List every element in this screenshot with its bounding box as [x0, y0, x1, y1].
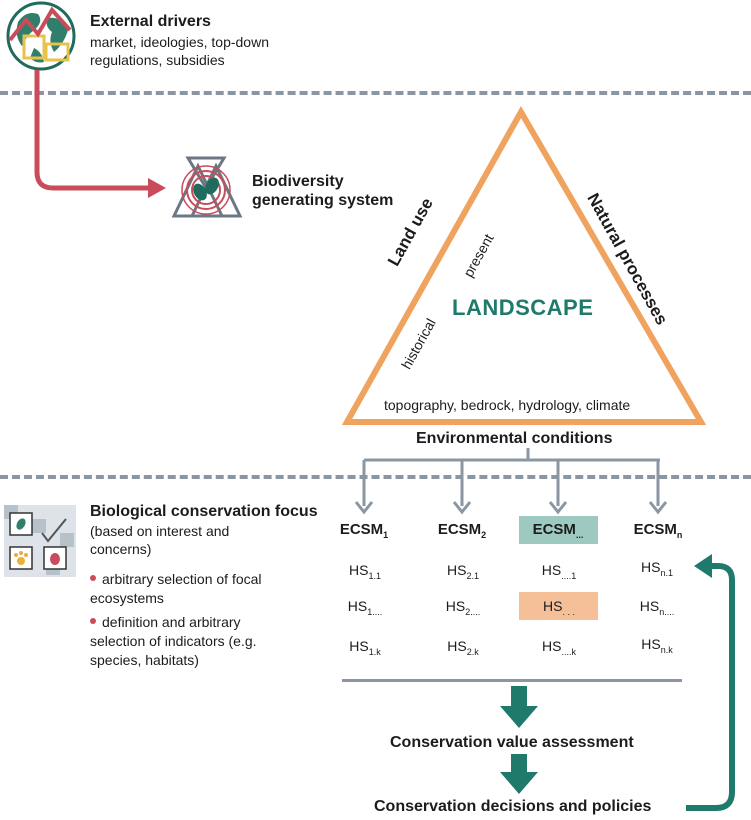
ecsm-base: ECSM	[339, 521, 384, 538]
down-arrow-icon	[500, 686, 538, 728]
feedback-arrow	[686, 554, 735, 811]
ecsm-base: ECSM	[437, 521, 482, 538]
landscape-label: LANDSCAPE	[452, 295, 594, 320]
conservation-focus-icon	[4, 505, 76, 577]
abiotic-factors-label: topography, bedrock, hydrology, climate	[384, 397, 631, 413]
hs-n-1: HSn.1	[641, 559, 673, 578]
biodiversity-icon	[171, 156, 243, 218]
external-drivers-line1: market, ideologies, top-down	[90, 34, 269, 50]
ecsm-n: ECSMn	[618, 521, 698, 540]
hs-2-k: HS2.k	[447, 638, 479, 657]
hs-1-1: HS1.1	[349, 562, 381, 581]
bullet-focal-ecosystems: arbitrary selection of focal	[90, 570, 262, 589]
conservation-value-assessment: Conservation value assessment	[390, 734, 634, 751]
ecsm-2: ECSM2	[422, 521, 502, 540]
bullet2-line2: selection of indicators (e.g.	[90, 633, 257, 649]
ecsm-subscript: 1	[383, 530, 389, 540]
bullet-icon	[90, 575, 96, 582]
bullet1-line2: ecosystems	[90, 590, 164, 606]
ecsm-connector-tree	[354, 448, 668, 515]
ecsm-highlight-box	[519, 516, 598, 544]
biodiversity-line1: Biodiversity	[252, 173, 344, 190]
ecsm-etc: ECSM...	[518, 521, 598, 540]
hs-2-etc: HS2....	[445, 598, 481, 617]
conservation-focus-title: Biological conservation focus	[90, 503, 318, 520]
conservation-focus-line1: (based on interest and	[90, 523, 230, 539]
ecsm-1: ECSM1	[324, 521, 404, 540]
ecsm-subscript: ...	[575, 530, 584, 540]
hs-etc-k: HS....k	[542, 638, 576, 657]
ecsm-base: ECSM	[633, 521, 677, 538]
hs-n-k: HSn.k	[641, 636, 673, 655]
ecsm-base: ECSM	[532, 521, 576, 538]
landscape-triangle	[341, 105, 707, 425]
ecsm-subscript: 2	[481, 530, 487, 540]
hs-etc-1: HS....1	[541, 562, 577, 581]
hs-highlight-box	[519, 592, 598, 620]
external-drivers-title: External drivers	[90, 13, 211, 30]
conservation-focus-line2: concerns)	[90, 541, 152, 557]
external-drivers-line2: regulations, subsidies	[90, 52, 225, 68]
down-arrow-icon	[500, 754, 538, 794]
globe-chart-icon	[6, 1, 76, 71]
ecsm-subscript: n	[676, 530, 683, 540]
bullet2-line3: species, habitats)	[90, 652, 199, 668]
separator-bottom	[0, 475, 751, 479]
biodiversity-line2: generating system	[252, 192, 394, 209]
bullet2-line1: definition and arbitrary	[102, 614, 241, 630]
hs-n-etc: HSn....	[639, 598, 675, 617]
bullet-icon	[90, 618, 96, 625]
bullet-indicators: definition and arbitrary	[90, 613, 241, 632]
hs-2-1: HS2.1	[447, 562, 479, 581]
separator-top	[0, 91, 751, 95]
bullet1-line1: arbitrary selection of focal	[102, 571, 262, 587]
hs-grid-divider	[342, 679, 682, 682]
hs-1-k: HS1.k	[349, 638, 381, 657]
hs-1-etc: HS1....	[347, 598, 383, 617]
conservation-decisions-policies: Conservation decisions and policies	[374, 798, 652, 815]
environmental-conditions-label: Environmental conditions	[416, 430, 613, 447]
hs-etc-etc: HS. . .	[543, 598, 575, 617]
red-flow-arrow	[34, 70, 166, 198]
